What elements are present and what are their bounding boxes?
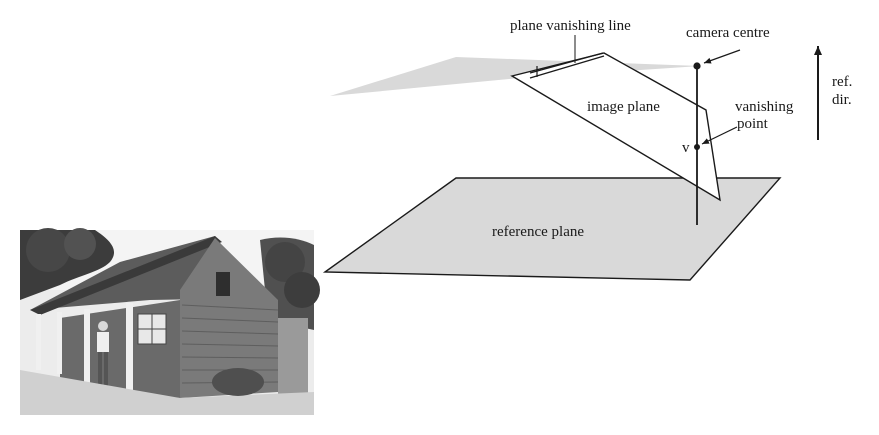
plane-vanishing-line-label: plane vanishing line <box>510 18 631 34</box>
shed-photo <box>20 228 320 415</box>
camera-centre-dot <box>693 62 701 70</box>
ref-dir-label-line1: ref. <box>832 74 852 90</box>
image-plane-label: image plane <box>587 99 660 115</box>
reference-plane-label: reference plane <box>492 224 584 240</box>
ref-dir-label-line2: dir. <box>832 92 852 108</box>
vanishing-point-dot <box>694 144 700 150</box>
camera-centre-label: camera centre <box>686 25 770 41</box>
reference-plane <box>322 177 782 281</box>
vanishing-point-label-line2: point <box>737 116 769 132</box>
plane-vanishing-line-segment <box>529 52 605 79</box>
v-label: v <box>682 140 690 156</box>
camera-centre-arrow <box>703 49 741 64</box>
vanishing-point-label-line1: vanishing <box>735 99 794 115</box>
vanishing-point-arrow <box>701 126 738 145</box>
